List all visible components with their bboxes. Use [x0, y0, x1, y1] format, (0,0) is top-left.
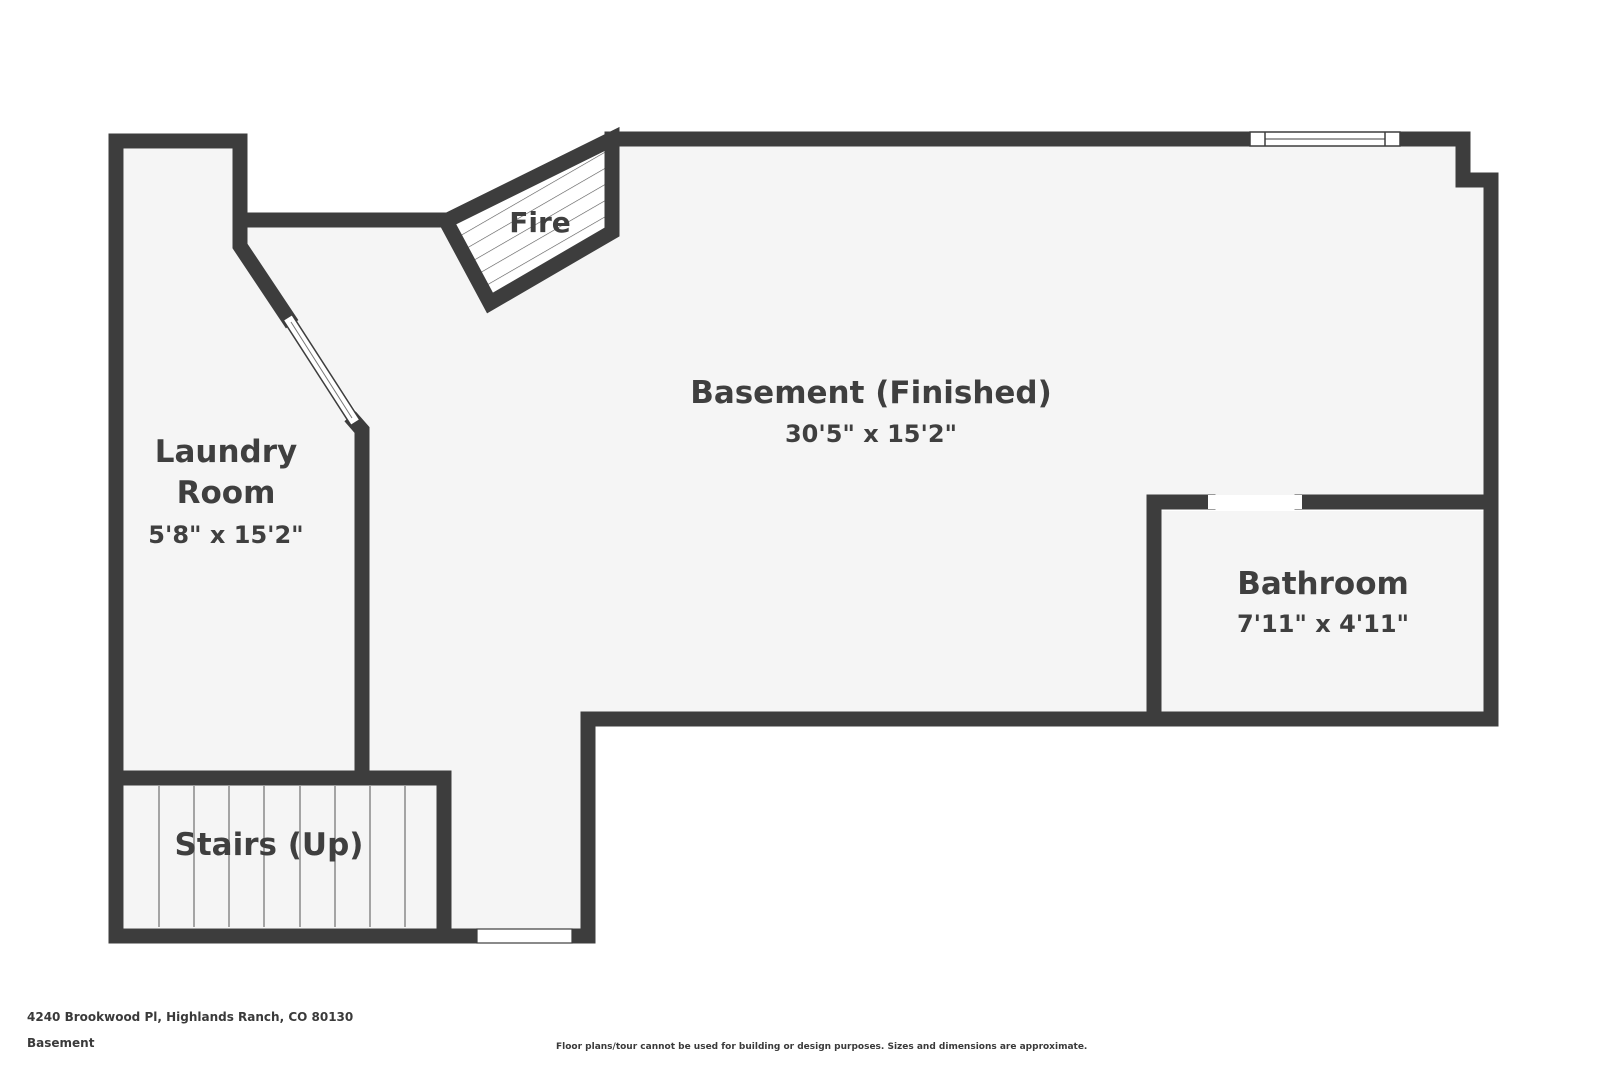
- bottom-door-opening: [476, 928, 573, 944]
- stairs-label: Stairs (Up): [175, 827, 364, 863]
- fireplace-label: Fire: [509, 206, 571, 239]
- floor-level-label: Basement: [27, 1036, 95, 1050]
- bathroom-room-name: Bathroom: [1237, 566, 1409, 602]
- bathroom-door-opening: [1208, 495, 1302, 509]
- laundry-room-name-line1: Laundry: [155, 434, 298, 470]
- fireplace-hatch: [449, 147, 609, 292]
- property-address: 4240 Brookwood Pl, Highlands Ranch, CO 8…: [27, 1010, 354, 1024]
- top-window: [1249, 131, 1401, 147]
- disclaimer-text: Floor plans/tour cannot be used for buil…: [556, 1042, 1088, 1052]
- laundry-room-name-line2: Room: [177, 475, 276, 511]
- floor-fills: [124, 144, 1487, 935]
- walls: [108, 126, 1499, 944]
- laundry-room-dimensions: 5'8" x 15'2": [148, 521, 303, 549]
- basement-room-name: Basement (Finished): [690, 375, 1052, 411]
- bathroom-room-dimensions: 7'11" x 4'11": [1237, 610, 1409, 638]
- laundry-doorway: [282, 314, 361, 426]
- basement-room-dimensions: 30'5" x 15'2": [785, 420, 957, 448]
- stair-treads: [158, 786, 406, 927]
